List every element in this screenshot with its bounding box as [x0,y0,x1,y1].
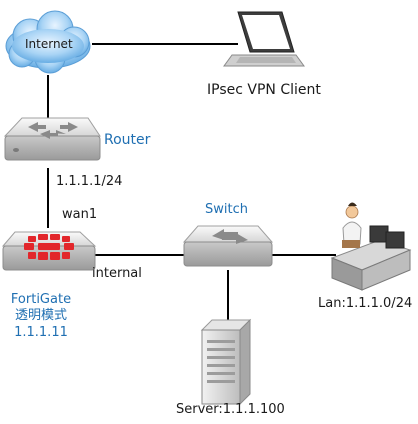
server-icon [200,318,252,406]
internet-cloud-icon [5,10,91,74]
network-links [47,43,336,325]
router-icon [3,117,101,161]
fortigate-name-label: FortiGate [10,292,72,307]
fortigate-icon [1,231,97,271]
router-label: Router [104,132,151,148]
lan-label: Lan:1.1.1.0/24 [318,296,413,311]
vpn-client-label: IPsec VPN Client [207,82,321,98]
switch-icon [182,225,274,267]
fortigate-ip-label: 1.1.1.11 [14,325,68,340]
laptop-icon [223,11,305,67]
fortigate-wan-port-label: wan1 [62,207,98,222]
fortigate-mode-label: 透明模式 [14,308,67,323]
router-ip-label: 1.1.1.1/24 [56,174,123,189]
internet-label: Internet [25,37,73,51]
fortigate-internal-port-label: internal [92,266,142,281]
server-label: Server:1.1.1.100 [176,402,285,417]
switch-label: Switch [205,202,248,217]
lan-workstation-icon [330,202,412,291]
